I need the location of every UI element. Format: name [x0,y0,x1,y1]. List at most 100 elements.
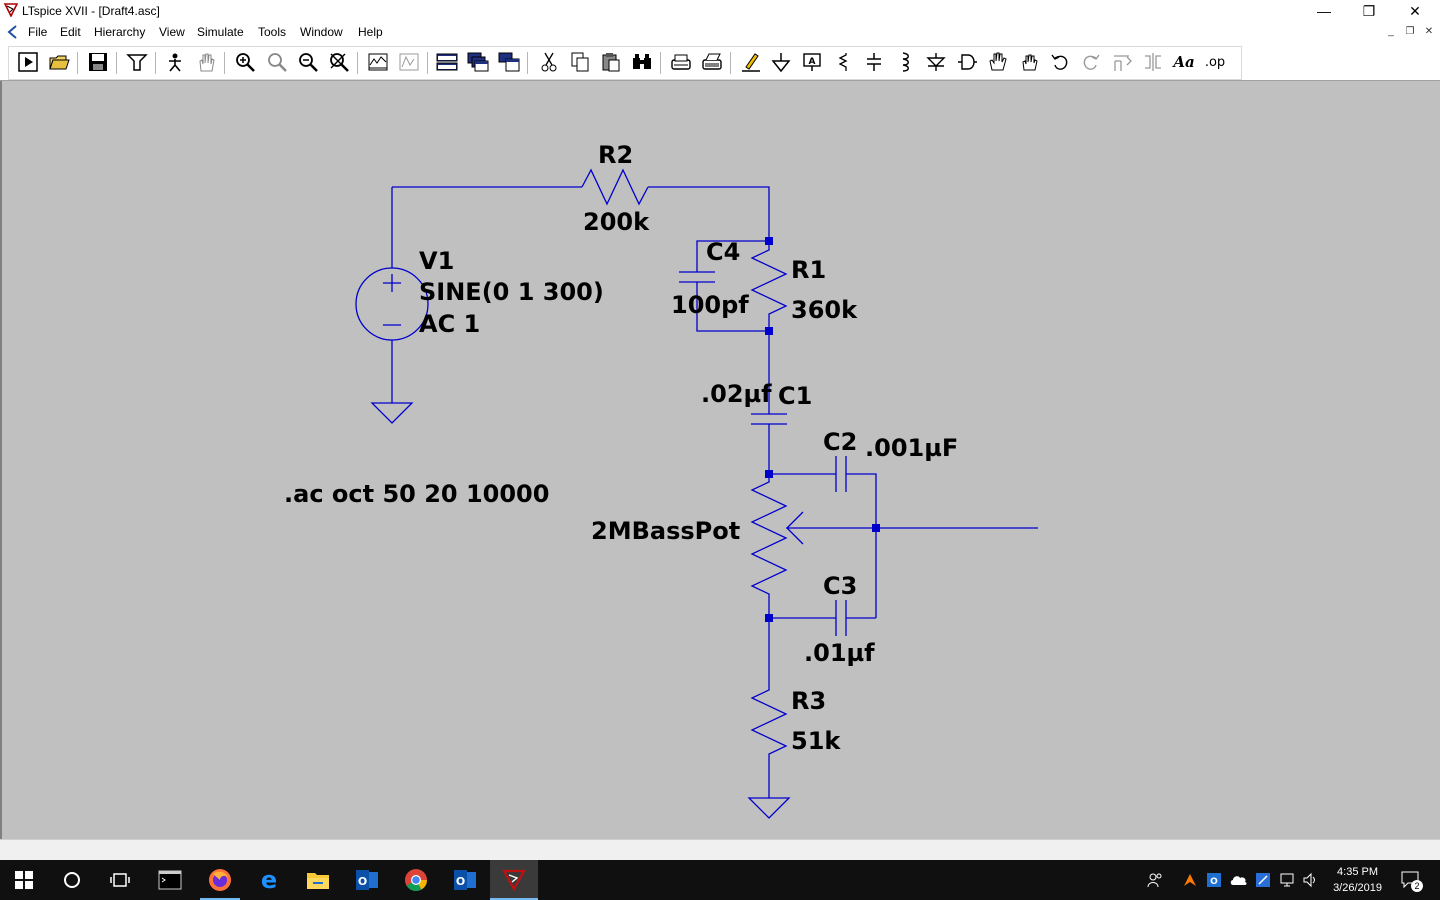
menu-tools[interactable]: Tools [258,25,287,39]
diode-icon[interactable] [923,50,949,74]
window-title: LTspice XVII - [Draft4.asc] [22,4,160,18]
text-icon[interactable]: Aa [1173,53,1195,71]
component-icon[interactable] [954,50,980,74]
spice-directive-icon[interactable]: .op [1204,54,1226,70]
c3-name-label: C3 [823,572,857,600]
cortana-icon[interactable] [48,860,96,900]
copy-icon[interactable] [567,50,593,74]
people-icon[interactable] [1145,870,1165,890]
waveform-icon[interactable] [396,50,422,74]
tile-vertical-icon[interactable] [496,50,522,74]
zoom-fit-icon[interactable] [264,50,290,74]
drag-icon[interactable] [1016,50,1042,74]
save-icon[interactable] [85,50,111,74]
r3-name-label: R3 [791,687,826,715]
find-icon[interactable] [629,50,655,74]
menu-help[interactable]: Help [358,25,383,39]
c4-plates [679,271,715,283]
r1-name-label: R1 [791,256,826,284]
pot-zigzag [750,474,788,618]
firefox-icon[interactable] [196,860,244,900]
outlook-icon[interactable]: O [343,860,391,900]
network-icon[interactable] [1277,870,1297,890]
junction-pot-top [765,470,773,478]
file-explorer-icon[interactable] [294,860,342,900]
svg-text:O: O [358,875,367,888]
ground-r3 [747,797,791,819]
chrome-icon[interactable] [392,860,440,900]
task-view-icon[interactable] [96,860,144,900]
outlook-icon-2[interactable]: O [441,860,489,900]
v1-plus [383,274,401,292]
capacitor-icon[interactable] [861,50,887,74]
zoom-out-icon[interactable] [295,50,321,74]
snipping-icon[interactable] [1253,870,1273,890]
pan-icon[interactable] [193,50,219,74]
inductor-icon[interactable] [892,50,918,74]
wire-c4-bottom [696,282,769,332]
c1-value-label: .02µf [701,380,772,408]
taskbar: e O O O 4:35 PM 3/26/2019 2 [0,860,1440,900]
schematic-canvas[interactable]: R2 200k V1 SINE(0 1 300) AC 1 C4 100pf R… [0,81,1440,839]
notification-center-icon[interactable]: 2 [1399,870,1423,892]
r3-zigzag [750,682,788,798]
windows-start-icon[interactable] [0,860,48,900]
resistor-icon[interactable] [830,50,856,74]
paste-icon[interactable] [598,50,624,74]
onedrive-icon[interactable] [1229,870,1249,890]
title-bar: LTspice XVII - [Draft4.asc] — ❐ ✕ [0,0,1440,22]
redo-icon[interactable] [1078,50,1104,74]
ac-directive-label: .ac oct 50 20 10000 [284,480,549,508]
r2-name-label: R2 [598,141,633,169]
open-icon[interactable] [46,50,72,74]
pot-name-label: 2MBassPot [591,517,740,545]
rotate-icon[interactable] [1109,50,1135,74]
mdi-doc-icon [7,25,17,39]
wire-c2-right [846,473,877,618]
minimize-button[interactable]: — [1317,3,1331,19]
plot-settings-icon[interactable] [365,50,391,74]
tile-horizontal-icon[interactable] [434,50,460,74]
mdi-close-button[interactable]: ✕ [1424,26,1434,37]
run-icon[interactable] [15,50,41,74]
outlook-tray-icon[interactable]: O [1204,870,1224,890]
menu-file[interactable]: File [28,25,48,39]
draw-wire-icon[interactable] [738,50,764,74]
c3-value-label: .01µf [804,639,875,667]
r1-zigzag [750,241,788,331]
label-net-icon[interactable]: A [799,50,825,74]
ltspice-icon[interactable] [490,860,538,900]
cut-icon[interactable] [536,50,562,74]
junction-r1-top [765,237,773,245]
volume-icon[interactable] [1300,870,1320,890]
menu-edit[interactable]: Edit [60,25,81,39]
control-panel-icon[interactable] [124,50,150,74]
undo-icon[interactable] [1047,50,1073,74]
avast-icon[interactable] [1180,870,1200,890]
terminal-icon[interactable] [146,860,194,900]
menu-view[interactable]: View [159,25,185,39]
menu-window[interactable]: Window [300,25,343,39]
cascade-icon[interactable] [465,50,491,74]
edge-icon[interactable]: e [245,860,293,900]
menu-hierarchy[interactable]: Hierarchy [94,25,146,39]
move-icon[interactable] [985,50,1011,74]
print-setup-icon[interactable] [699,50,725,74]
clock-time: 4:35 PM [1337,866,1379,878]
mirror-icon[interactable] [1140,50,1166,74]
system-clock[interactable]: 4:35 PM 3/26/2019 [1333,864,1382,896]
svg-text:e: e [261,868,277,892]
zoom-cancel-icon[interactable] [326,50,352,74]
restore-button[interactable]: ❐ [1362,3,1376,19]
print-icon[interactable] [668,50,694,74]
halt-icon[interactable] [162,50,188,74]
ground-icon[interactable] [768,50,794,74]
v1-name-label: V1 [419,247,454,275]
mdi-minimize-button[interactable]: _ [1388,26,1394,37]
mdi-restore-button[interactable]: ❐ [1405,26,1415,37]
menu-simulate[interactable]: Simulate [197,25,244,39]
wire-c4-top [696,240,769,272]
zoom-in-icon[interactable] [232,50,258,74]
close-button[interactable]: ✕ [1409,3,1421,19]
r2-zigzag [581,168,649,206]
